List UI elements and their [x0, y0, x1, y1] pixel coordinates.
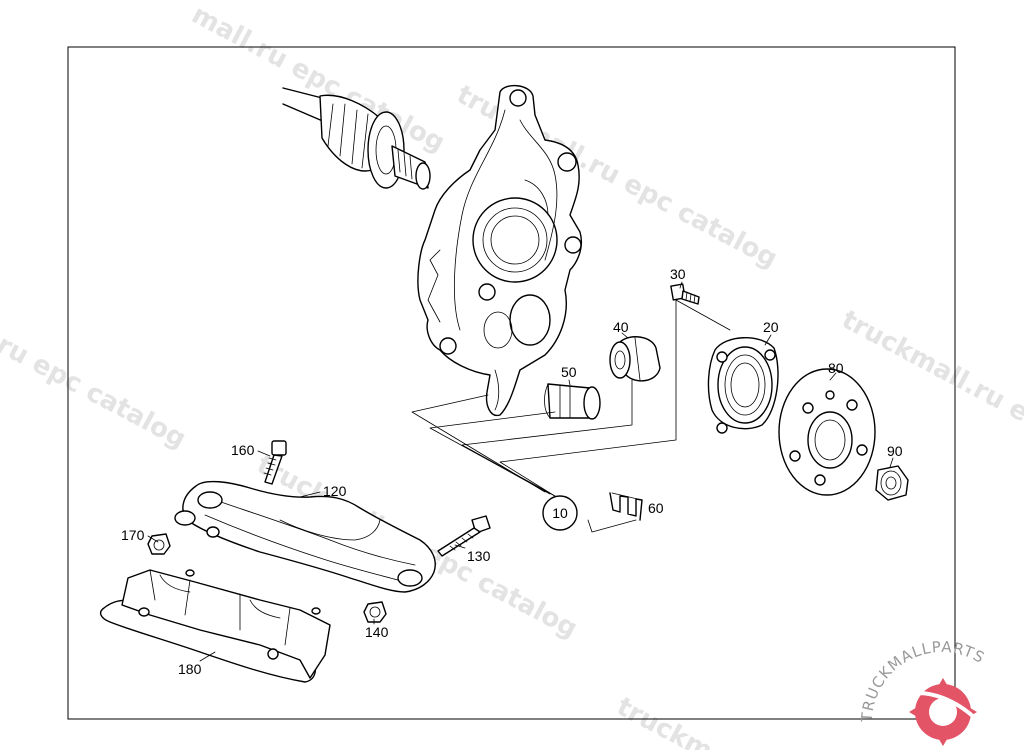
bolt-160 [263, 440, 287, 485]
callout-20: 20 [763, 319, 779, 335]
callout-10-circle [542, 495, 578, 531]
bolt-30 [670, 283, 700, 305]
callouts: 10 20 30 40 50 60 80 90 120 130 140 160 … [121, 266, 903, 677]
control-arm-120 [174, 480, 436, 593]
wheel-bearing-20 [707, 337, 779, 434]
nut-170 [147, 533, 171, 555]
cover-180 [99, 569, 331, 683]
bolt-130 [437, 515, 491, 557]
callout-160: 160 [231, 442, 255, 458]
truckmallparts-logo: TRUCKMALLPARTS [858, 638, 987, 746]
callout-130: 130 [467, 548, 491, 564]
wheel-carrier [417, 85, 582, 417]
watermark-line-1: mall.ru epc catalog [187, 0, 450, 158]
brake-disc-80 [778, 368, 876, 496]
gear-icon [909, 678, 977, 746]
callout-180: 180 [178, 661, 202, 677]
leader-lines [147, 281, 894, 662]
nut-90 [875, 465, 909, 501]
callout-40: 40 [613, 319, 629, 335]
nut-140 [363, 601, 387, 623]
callout-120: 120 [323, 483, 347, 499]
callout-50: 50 [561, 364, 577, 380]
drive-shaft [282, 87, 431, 190]
watermark-line-6: truckm [612, 692, 718, 750]
callout-30: 30 [670, 266, 686, 282]
watermark-line-4: ru epc catalog [0, 330, 191, 455]
callout-80: 80 [828, 360, 844, 376]
drawing-frame [67, 46, 956, 720]
callout-170: 170 [121, 527, 145, 543]
bushing-40 [609, 336, 661, 382]
callout-10: 10 [552, 505, 568, 521]
callout-60: 60 [648, 500, 664, 516]
bushing-50 [544, 383, 601, 420]
callout-90: 90 [887, 443, 903, 459]
callout-140: 140 [365, 624, 389, 640]
clip-60 [609, 492, 643, 521]
